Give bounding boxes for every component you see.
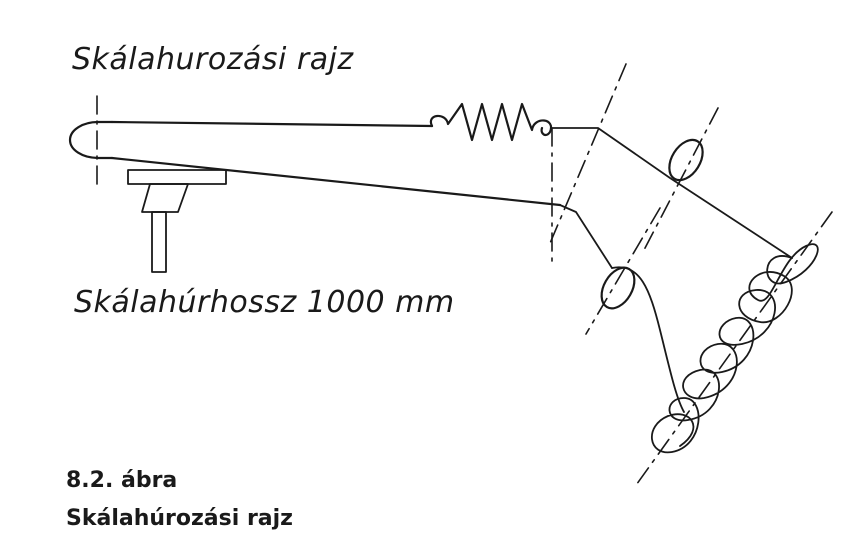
tension-spring <box>429 102 553 142</box>
pointer-carriage <box>127 169 227 273</box>
figure-title: Skálahúrozási rajz <box>66 506 293 531</box>
upper-string <box>110 120 434 128</box>
tuning-drum <box>68 95 114 187</box>
axis-upper <box>547 63 627 249</box>
upper-right-string <box>551 127 793 259</box>
axis-middle <box>585 207 661 335</box>
lower-pulley-string <box>611 266 685 413</box>
drive-shaft-coil <box>633 211 833 489</box>
lower-string <box>110 156 562 207</box>
figure-number: 8.2. ábra <box>66 468 178 493</box>
lower-right-string <box>559 204 613 269</box>
string-length-label: Skálahúrhossz 1000 mm <box>74 285 455 320</box>
upper-pulley <box>668 138 704 182</box>
diagram-title-label: Skálahurozási rajz <box>72 42 354 77</box>
